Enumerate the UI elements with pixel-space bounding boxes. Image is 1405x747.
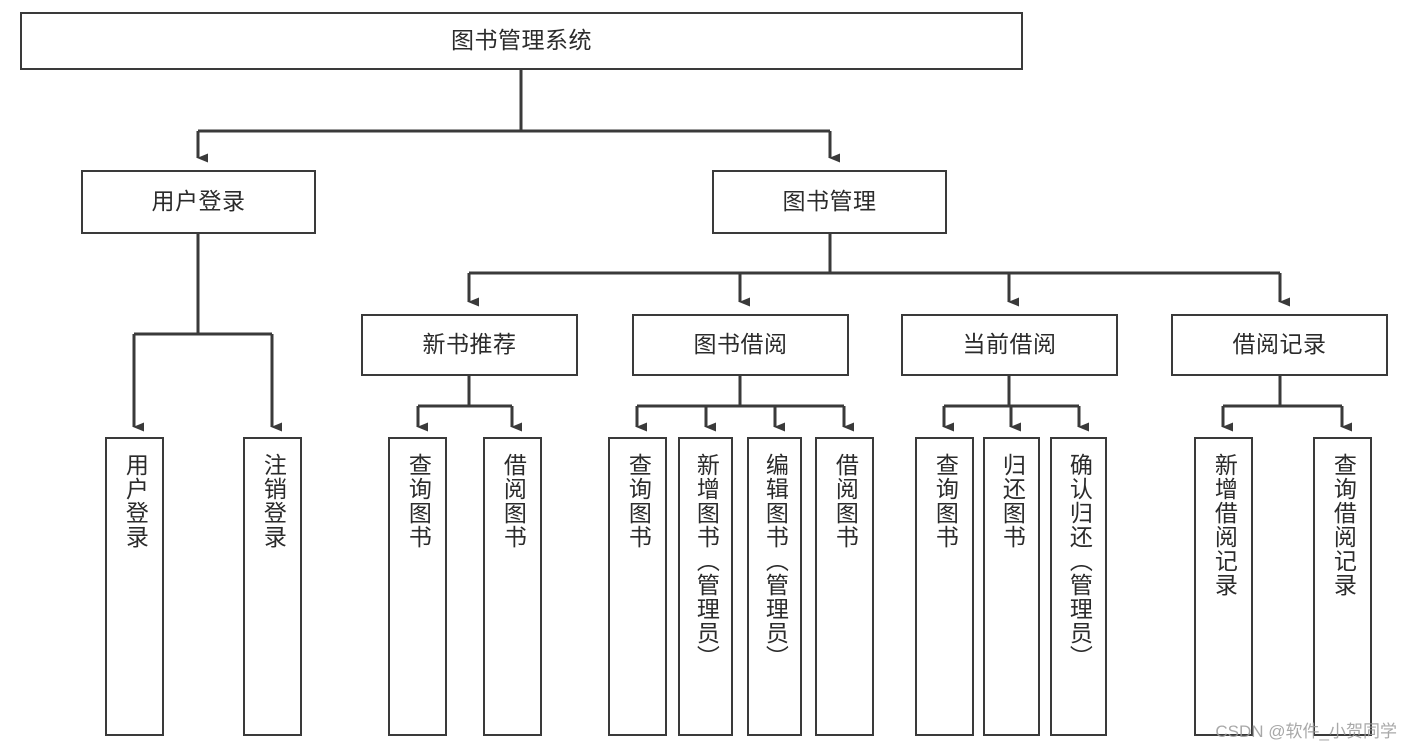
node-leaf-book-borrow-edit-label: 编辑图书（管理员） (762, 453, 789, 669)
node-leaf-user-login-signout-label: 注销登录 (260, 453, 287, 549)
node-leaf-book-borrow-query[interactable]: 查询图书 (608, 437, 667, 736)
node-book-borrowing[interactable]: 图书借阅 (632, 314, 849, 376)
node-leaf-current-borrow-return-label: 归还图书 (999, 453, 1026, 549)
node-leaf-book-borrow-query-label: 查询图书 (625, 453, 652, 549)
node-user-login[interactable]: 用户登录 (81, 170, 316, 234)
node-new-book-recommendation-label: 新书推荐 (422, 331, 517, 358)
node-leaf-record-query[interactable]: 查询借阅记录 (1313, 437, 1372, 736)
node-leaf-record-add[interactable]: 新增借阅记录 (1194, 437, 1253, 736)
csdn-watermark: CSDN @软件_小贺同学 (1215, 722, 1397, 741)
node-leaf-new-book-query-label: 查询图书 (405, 453, 432, 549)
node-leaf-record-add-label: 新增借阅记录 (1211, 453, 1238, 597)
node-leaf-user-login-signout[interactable]: 注销登录 (243, 437, 302, 736)
node-user-login-label: 用户登录 (151, 188, 246, 215)
node-book-management[interactable]: 图书管理 (712, 170, 947, 234)
node-leaf-user-login-signin[interactable]: 用户登录 (105, 437, 164, 736)
node-leaf-user-login-signin-label: 用户登录 (122, 453, 149, 549)
node-borrowing-records[interactable]: 借阅记录 (1171, 314, 1388, 376)
node-leaf-book-borrow-borrow[interactable]: 借阅图书 (815, 437, 874, 736)
node-book-borrowing-label: 图书借阅 (693, 331, 788, 358)
node-leaf-current-borrow-query[interactable]: 查询图书 (915, 437, 974, 736)
node-leaf-new-book-query[interactable]: 查询图书 (388, 437, 447, 736)
node-book-management-label: 图书管理 (782, 188, 877, 215)
node-leaf-current-borrow-query-label: 查询图书 (932, 453, 959, 549)
node-current-borrowing[interactable]: 当前借阅 (901, 314, 1118, 376)
node-leaf-book-borrow-edit[interactable]: 编辑图书（管理员） (747, 437, 802, 736)
node-leaf-record-query-label: 查询借阅记录 (1330, 453, 1357, 597)
node-leaf-current-borrow-confirm-return-label: 确认归还（管理员） (1066, 453, 1093, 669)
node-root-system-label: 图书管理系统 (451, 27, 592, 54)
node-leaf-book-borrow-add[interactable]: 新增图书（管理员） (678, 437, 733, 736)
node-leaf-new-book-borrow-label: 借阅图书 (500, 453, 527, 549)
node-borrowing-records-label: 借阅记录 (1232, 331, 1327, 358)
node-leaf-book-borrow-add-label: 新增图书（管理员） (693, 453, 720, 669)
node-current-borrowing-label: 当前借阅 (962, 331, 1057, 358)
node-leaf-book-borrow-borrow-label: 借阅图书 (832, 453, 859, 549)
node-root-system[interactable]: 图书管理系统 (20, 12, 1023, 70)
node-leaf-current-borrow-return[interactable]: 归还图书 (983, 437, 1040, 736)
node-leaf-new-book-borrow[interactable]: 借阅图书 (483, 437, 542, 736)
node-new-book-recommendation[interactable]: 新书推荐 (361, 314, 578, 376)
node-leaf-current-borrow-confirm-return[interactable]: 确认归还（管理员） (1050, 437, 1107, 736)
